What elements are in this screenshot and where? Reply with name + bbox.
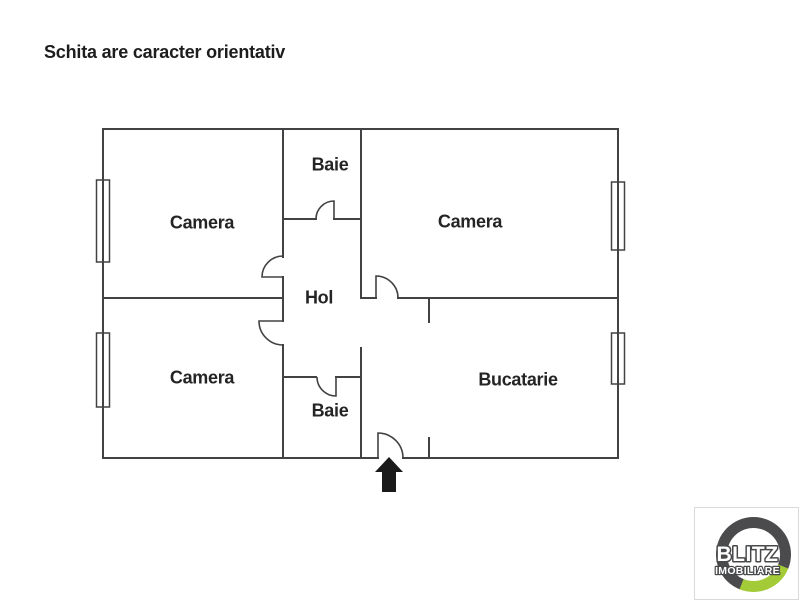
logo-blitz-imobiliare: BLITZ IMOBILIARE	[694, 507, 799, 600]
room-label-camera-top-right: Camera	[437, 211, 503, 232]
windows-group	[95, 179, 626, 408]
logo-subtitle-text: IMOBILIARE	[715, 565, 780, 577]
logo-ring-inner	[727, 528, 780, 581]
logo-brand-text: BLITZ	[717, 543, 779, 566]
window-camera-top-left	[95, 179, 111, 263]
walls-group	[102, 128, 619, 459]
logo-text: BLITZ IMOBILIARE	[714, 542, 781, 579]
door-camera-top-left	[261, 255, 284, 278]
door-camera-bottom-left	[258, 320, 284, 346]
logo-ring-icon	[716, 517, 791, 592]
entrance-arrow-icon	[375, 457, 403, 492]
door-camera-top-right	[375, 275, 399, 299]
room-label-camera-top-left: Camera	[169, 212, 235, 233]
door-baie-bottom	[316, 376, 337, 397]
room-label-baie-top: Baie	[311, 154, 349, 175]
window-camera-top-right	[610, 181, 626, 251]
page-title: Schita are caracter orientativ	[44, 42, 286, 62]
window-bucatarie	[610, 332, 626, 385]
door-baie-top	[315, 200, 335, 220]
room-label-bucatarie: Bucatarie	[478, 369, 558, 390]
room-label-hol: Hol	[304, 287, 334, 308]
room-label-camera-bottom-left: Camera	[169, 367, 235, 388]
window-camera-bottom-left	[95, 332, 111, 408]
doors-group	[258, 200, 404, 459]
door-entrance	[377, 432, 404, 459]
room-label-baie-bottom: Baie	[311, 400, 349, 421]
